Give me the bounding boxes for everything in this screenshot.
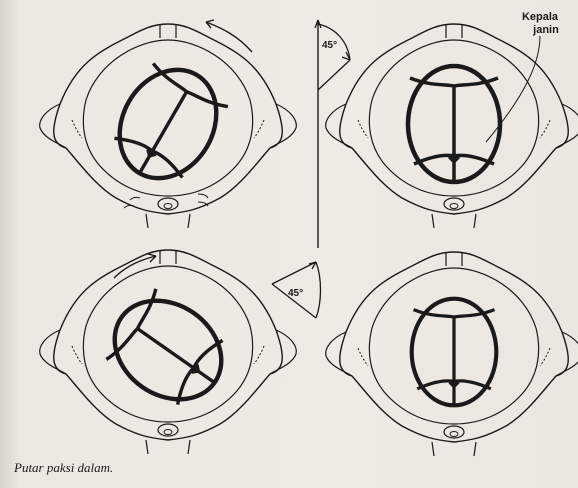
fetal-head-2 [408,66,500,182]
pelvis-panel-1 [40,24,297,228]
fetal-head-4 [412,299,497,406]
fetal-head-3 [96,280,241,419]
pelvis-panel-4 [326,252,578,456]
kepala-label-line2: janin [532,24,559,36]
kepala-label-line1: Kepala [522,11,559,23]
angle-label-bottom: 45° [288,288,303,299]
angle-indicator-bottom: 45° [272,262,321,318]
pelvis-panel-2 [326,24,578,228]
fetal-head-1 [101,52,236,196]
angle-label-top: 45° [322,40,337,51]
angle-indicator-top: 45° [315,20,350,248]
pelvis-panel-3 [40,250,297,454]
figure-caption: Putar paksi dalam. [14,460,113,476]
